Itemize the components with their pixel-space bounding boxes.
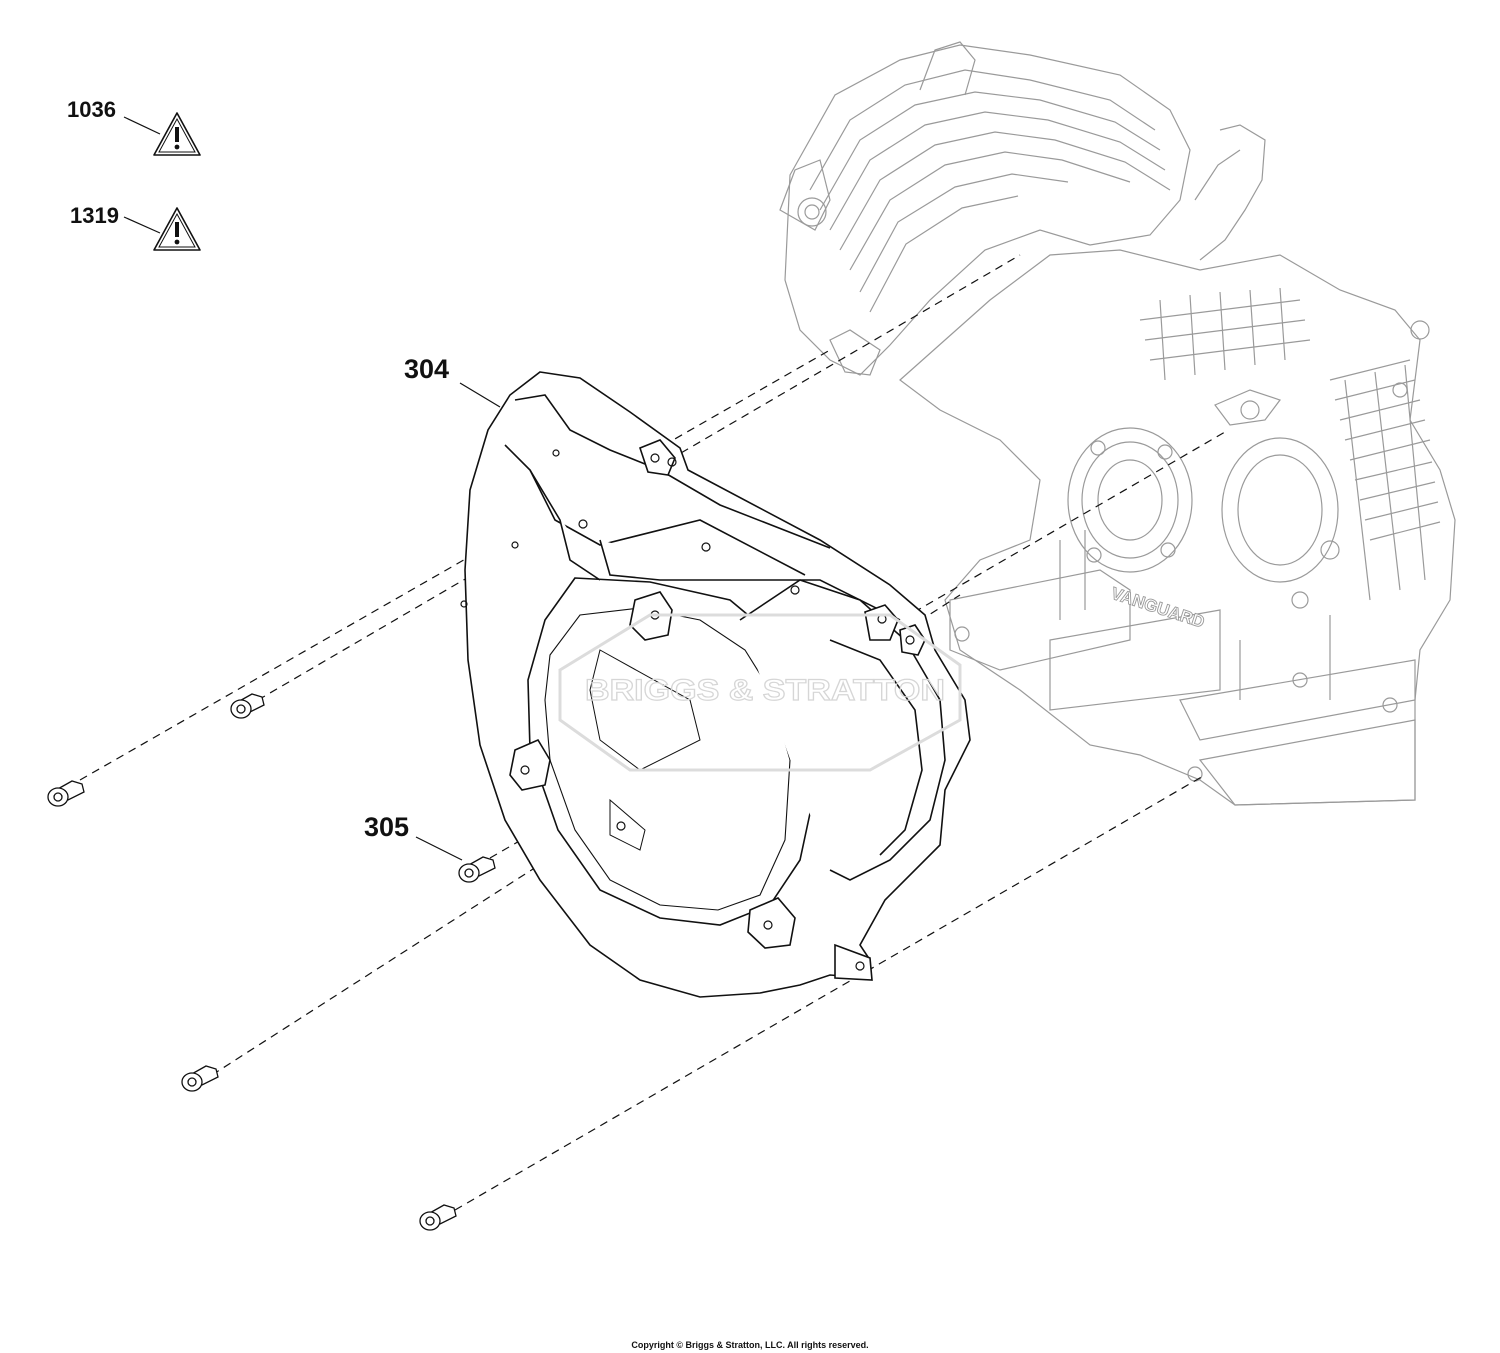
callout-304[interactable]: 304 — [404, 354, 450, 384]
warning-triangle-icon[interactable] — [153, 112, 201, 156]
watermark-text: BRIGGS & STRATTON — [585, 674, 945, 707]
screw[interactable] — [419, 1204, 457, 1231]
engine-block — [779, 41, 1456, 806]
callout-1036[interactable]: 1036 — [67, 97, 116, 122]
callout-leader-lines — [123, 116, 501, 861]
watermark: BRIGGS & STRATTON — [558, 613, 962, 772]
screw[interactable] — [47, 780, 85, 807]
engine-brand-label: VANGUARD — [1109, 584, 1207, 632]
screw[interactable] — [181, 1065, 219, 1092]
screw[interactable] — [458, 856, 496, 883]
callout-1319[interactable]: 1319 — [70, 203, 119, 228]
screw[interactable] — [230, 693, 265, 719]
blower-housing[interactable] — [460, 371, 971, 998]
copyright-footer: Copyright © Briggs & Stratton, LLC. All … — [631, 1340, 869, 1350]
callout-305[interactable]: 305 — [364, 812, 410, 842]
warning-triangle-icon[interactable] — [153, 207, 201, 251]
